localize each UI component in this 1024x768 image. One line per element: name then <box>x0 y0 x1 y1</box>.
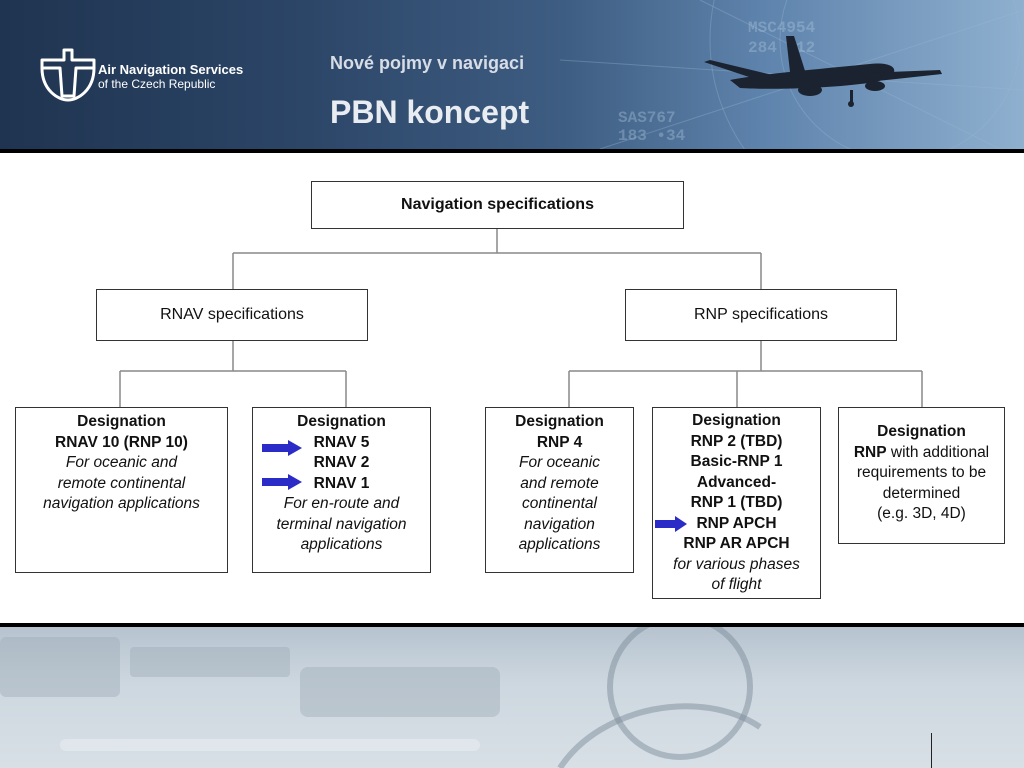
designation-note: determined <box>882 484 961 502</box>
ans-logo-icon <box>40 48 96 102</box>
svg-text:MSC4954: MSC4954 <box>748 19 816 37</box>
arrow-right-icon <box>262 474 302 490</box>
designation-value: RNAV 10 (RNP 10) <box>55 433 188 451</box>
designation-value-rest: with additional <box>886 443 990 461</box>
designation-value: RNP AR APCH <box>683 535 790 552</box>
designation-note: requirements to be <box>856 464 987 481</box>
rnp-additional-designation-box: Designation RNP with additional requirem… <box>838 407 1005 544</box>
airplane-icon <box>704 36 942 107</box>
designation-note: For oceanic <box>519 454 600 471</box>
header-divider <box>0 149 1024 153</box>
designation-note: applications <box>300 536 383 553</box>
designation-note: For oceanic and <box>65 454 178 471</box>
rnp2-designation-box: Designation RNP 2 (TBD) Basic-RNP 1 Adva… <box>652 407 821 599</box>
organization-name: Air Navigation Services of the Czech Rep… <box>98 62 243 92</box>
svg-text:SAS767: SAS767 <box>618 109 676 127</box>
designation-note: navigation <box>524 515 595 533</box>
svg-text:183 •34: 183 •34 <box>618 127 686 145</box>
org-name-line2: of the Czech Republic <box>98 77 216 91</box>
designation-note: for various phases <box>673 555 800 573</box>
designation-value: RNAV 5 <box>313 433 370 451</box>
designation-heading: Designation <box>297 413 386 430</box>
designation-value: RNP 4 <box>536 433 583 451</box>
org-name-line1: Air Navigation Services <box>98 62 244 77</box>
arrow-right-icon <box>262 440 302 456</box>
designation-note: For en-route and <box>283 495 400 512</box>
slide-subtitle: Nové pojmy v navigaci <box>330 53 525 73</box>
designation-value: RNP 2 (TBD) <box>690 432 783 450</box>
header-banner: MSC4954 284 •12 SAS767 183 •34 Air Navig… <box>0 0 1024 149</box>
designation-value-bold: RNP <box>853 443 887 461</box>
designation-note: of flight <box>711 576 762 593</box>
designation-value: RNP with additional <box>839 443 1004 464</box>
footer-divider <box>0 623 1024 627</box>
slide-title: PBN koncept <box>330 94 530 130</box>
rnav-specifications-box: RNAV specifications <box>96 289 368 341</box>
navigation-specifications-label: Navigation specifications <box>401 196 594 213</box>
designation-value: RNAV 1 <box>313 474 370 492</box>
rnav5-designation-box: Designation RNAV 5 RNAV 2 RNAV 1 For en-… <box>252 407 431 573</box>
rnp-specifications-box: RNP specifications <box>625 289 897 341</box>
designation-heading: Designation <box>77 413 166 430</box>
designation-value: Basic-RNP 1 <box>690 453 783 470</box>
designation-note: applications <box>518 536 601 553</box>
designation-value: Advanced- <box>696 473 777 491</box>
designation-note: remote continental <box>57 474 186 492</box>
footer-banner <box>0 627 1024 768</box>
designation-note: continental <box>522 495 597 512</box>
designation-value: RNP APCH <box>696 514 777 532</box>
navigation-specifications-box: Navigation specifications <box>311 181 684 229</box>
designation-value: RNAV 2 <box>313 454 370 471</box>
rnp-specifications-label: RNP specifications <box>694 306 828 323</box>
designation-note: (e.g. 3D, 4D) <box>877 505 966 522</box>
arrow-right-icon <box>655 516 687 532</box>
designation-note: terminal navigation <box>276 515 407 533</box>
designation-heading: Designation <box>877 423 966 440</box>
designation-heading: Designation <box>692 412 781 429</box>
footer-rule <box>931 733 932 768</box>
designation-heading: Designation <box>515 413 604 430</box>
designation-note: navigation applications <box>43 495 200 512</box>
cockpit-background-graphic <box>0 627 762 768</box>
rnav-specifications-label: RNAV specifications <box>160 306 304 323</box>
rnp4-designation-box: Designation RNP 4 For oceanic and remote… <box>485 407 634 573</box>
rnav10-designation-box: Designation RNAV 10 (RNP 10) For oceanic… <box>15 407 228 573</box>
designation-value: RNP 1 (TBD) <box>690 494 783 511</box>
designation-note: and remote <box>520 474 599 492</box>
